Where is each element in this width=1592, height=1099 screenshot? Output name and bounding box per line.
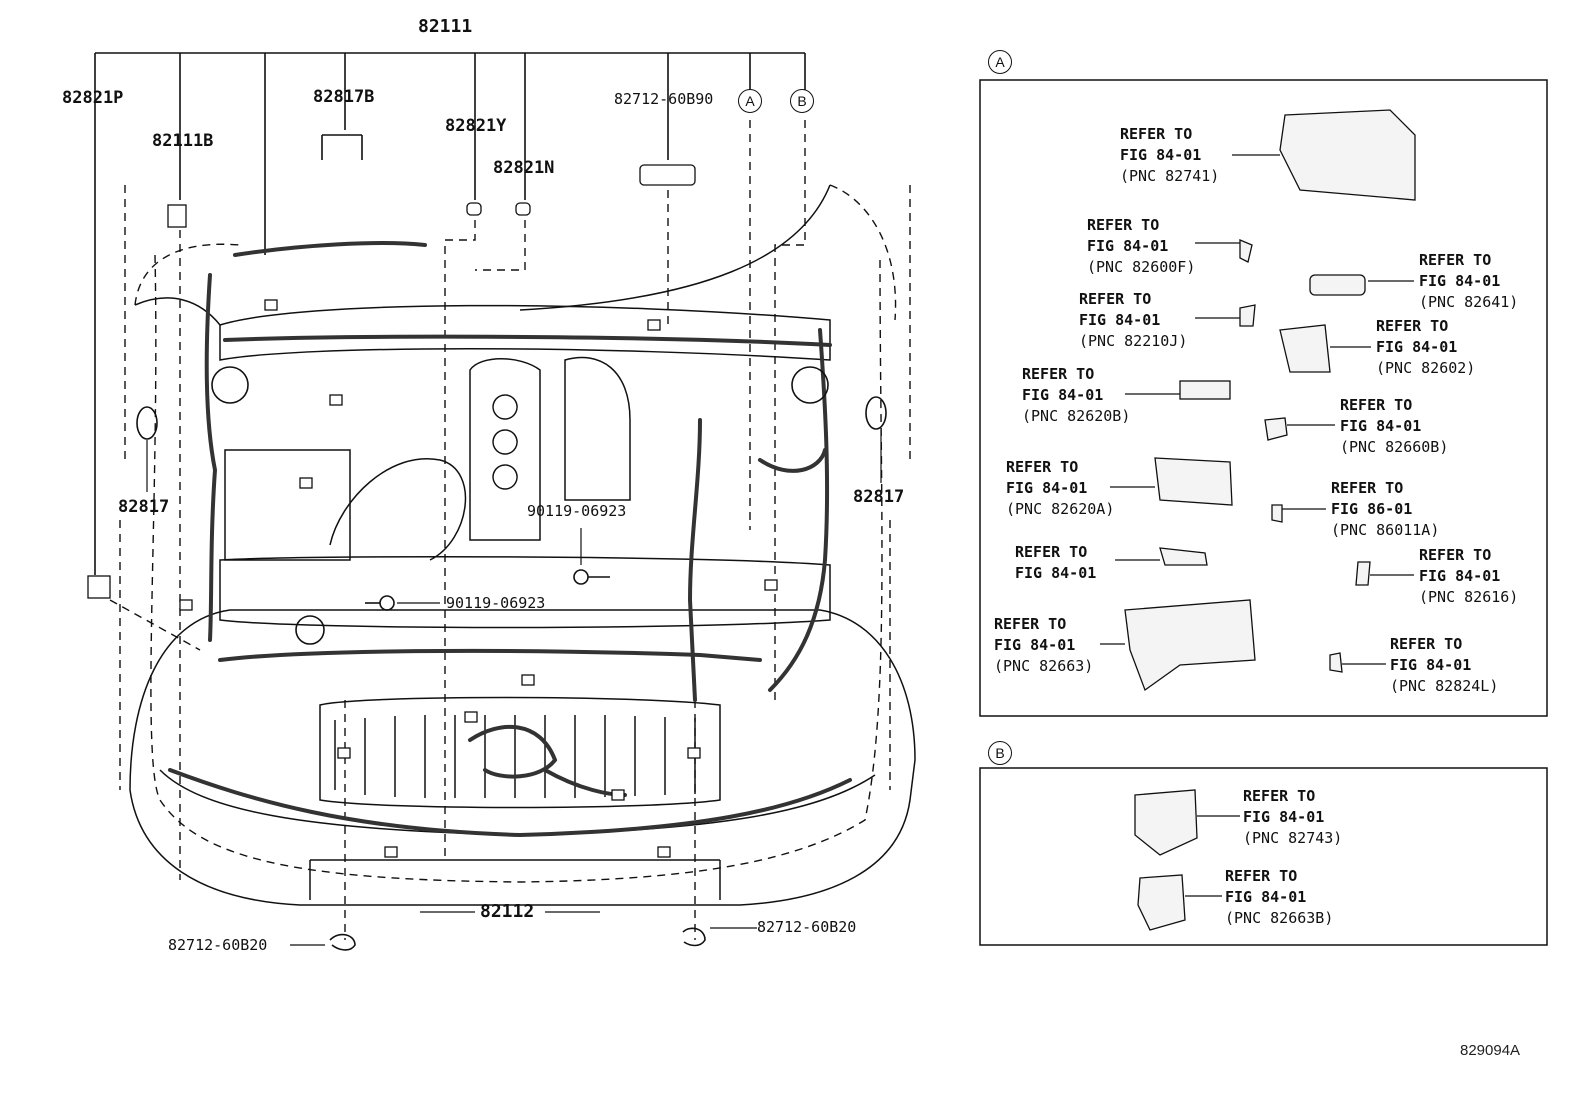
ref-line: REFER TO	[1340, 396, 1413, 414]
ref-line: REFER TO	[1006, 458, 1079, 476]
ref-line: FIG 84-01	[1022, 386, 1104, 404]
ref-line: FIG 84-01	[1120, 146, 1202, 164]
ref-pnc: (PNC 82660B)	[1340, 438, 1449, 456]
ref-82620a: REFER TO FIG 84-01 (PNC 82620A)	[1006, 457, 1114, 520]
ref-line: REFER TO	[1022, 365, 1095, 383]
ref-86011a: REFER TO FIG 86-01 (PNC 86011A)	[1331, 478, 1439, 541]
label-82817b: 82817B	[313, 87, 375, 107]
ref-line: FIG 84-01	[1006, 479, 1088, 497]
ref-82602: REFER TO FIG 84-01 (PNC 82602)	[1376, 316, 1475, 379]
label-clip-right: 82712-60B20	[757, 918, 857, 936]
label-82817-left: 82817	[118, 497, 170, 517]
label-82712-60b90: 82712-60B90	[614, 90, 714, 108]
ref-82210j: REFER TO FIG 84-01 (PNC 82210J)	[1079, 289, 1187, 352]
ref-line: REFER TO	[1015, 543, 1088, 561]
label-82112: 82112	[480, 901, 535, 922]
ref-line: REFER TO	[1079, 290, 1152, 308]
ref-line: FIG 84-01	[1390, 656, 1472, 674]
ref-line: FIG 84-01	[1015, 564, 1097, 582]
ref-line: FIG 84-01	[1225, 888, 1307, 906]
ref-82641: REFER TO FIG 84-01 (PNC 82641)	[1419, 250, 1518, 313]
ref-line: REFER TO	[1419, 251, 1492, 269]
tag-a-main: A	[738, 89, 762, 113]
ref-82616: REFER TO FIG 84-01 (PNC 82616)	[1419, 545, 1518, 608]
panel-b-tag: B	[988, 741, 1012, 765]
ref-line: REFER TO	[1419, 546, 1492, 564]
ref-line: REFER TO	[1243, 787, 1316, 805]
ref-pnc: (PNC 82743)	[1243, 829, 1343, 847]
label-82111b: 82111B	[152, 131, 214, 151]
ref-82743: REFER TO FIG 84-01 (PNC 82743)	[1243, 786, 1342, 849]
ref-pnc: (PNC 82620B)	[1022, 407, 1131, 425]
ref-line: FIG 84-01	[1419, 567, 1501, 585]
ref-line: FIG 84-01	[1340, 417, 1422, 435]
ref-line: FIG 84-01	[1079, 311, 1161, 329]
ref-pnc: (PNC 82616)	[1419, 588, 1519, 606]
ref-line: REFER TO	[1120, 125, 1193, 143]
ref-line: FIG 84-01	[1419, 272, 1501, 290]
ref-line: REFER TO	[1087, 216, 1160, 234]
ref-pnc: (PNC 82620A)	[1006, 500, 1115, 518]
label-bolt-lower: 90119-06923	[446, 594, 546, 612]
ref-82600f: REFER TO FIG 84-01 (PNC 82600F)	[1087, 215, 1195, 278]
ref-line: REFER TO	[1376, 317, 1449, 335]
figure-code: 829094A	[1460, 1042, 1521, 1059]
ref-line: REFER TO	[994, 615, 1067, 633]
ref-pnc: (PNC 82663B)	[1225, 909, 1334, 927]
label-82821y: 82821Y	[445, 116, 507, 136]
ref-line: FIG 84-01	[994, 636, 1076, 654]
ref-82741: REFER TO FIG 84-01 (PNC 82741)	[1120, 124, 1219, 187]
ref-pnc: (PNC 82663)	[994, 657, 1094, 675]
ref-82824l: REFER TO FIG 84-01 (PNC 82824L)	[1390, 634, 1498, 697]
ref-pnc: (PNC 82641)	[1419, 293, 1519, 311]
ref-line: REFER TO	[1390, 635, 1463, 653]
panel-a-tag: A	[988, 50, 1012, 74]
ref-82660b: REFER TO FIG 84-01 (PNC 82660B)	[1340, 395, 1448, 458]
label-bolt-upper: 90119-06923	[527, 502, 627, 520]
ref-pnc: (PNC 82210J)	[1079, 332, 1188, 350]
ref-82663: REFER TO FIG 84-01 (PNC 82663)	[994, 614, 1093, 677]
panel-a-frame	[979, 79, 1548, 717]
ref-pnc: (PNC 82741)	[1120, 167, 1220, 185]
ref-line: FIG 84-01	[1243, 808, 1325, 826]
ref-pnc: (PNC 82824L)	[1390, 677, 1499, 695]
label-clip-left: 82712-60B20	[168, 936, 268, 954]
ref-line: FIG 86-01	[1331, 500, 1413, 518]
ref-fig-84-01-plain: REFER TO FIG 84-01	[1015, 542, 1096, 584]
ref-pnc: (PNC 86011A)	[1331, 521, 1440, 539]
tag-b-main: B	[790, 89, 814, 113]
ref-line: FIG 84-01	[1376, 338, 1458, 356]
ref-line: REFER TO	[1331, 479, 1404, 497]
ref-line: REFER TO	[1225, 867, 1298, 885]
callout-bracket-82817b	[321, 134, 363, 160]
label-82821n: 82821N	[493, 158, 555, 178]
panel-b-frame	[979, 767, 1548, 946]
label-82821p: 82821P	[62, 88, 124, 108]
ref-82663b: REFER TO FIG 84-01 (PNC 82663B)	[1225, 866, 1333, 929]
ref-82620b: REFER TO FIG 84-01 (PNC 82620B)	[1022, 364, 1130, 427]
ref-pnc: (PNC 82600F)	[1087, 258, 1196, 276]
ref-pnc: (PNC 82602)	[1376, 359, 1476, 377]
label-82817-right: 82817	[853, 487, 905, 507]
label-82111: 82111	[418, 16, 473, 37]
callout-bracket-82111	[94, 52, 806, 575]
ref-line: FIG 84-01	[1087, 237, 1169, 255]
